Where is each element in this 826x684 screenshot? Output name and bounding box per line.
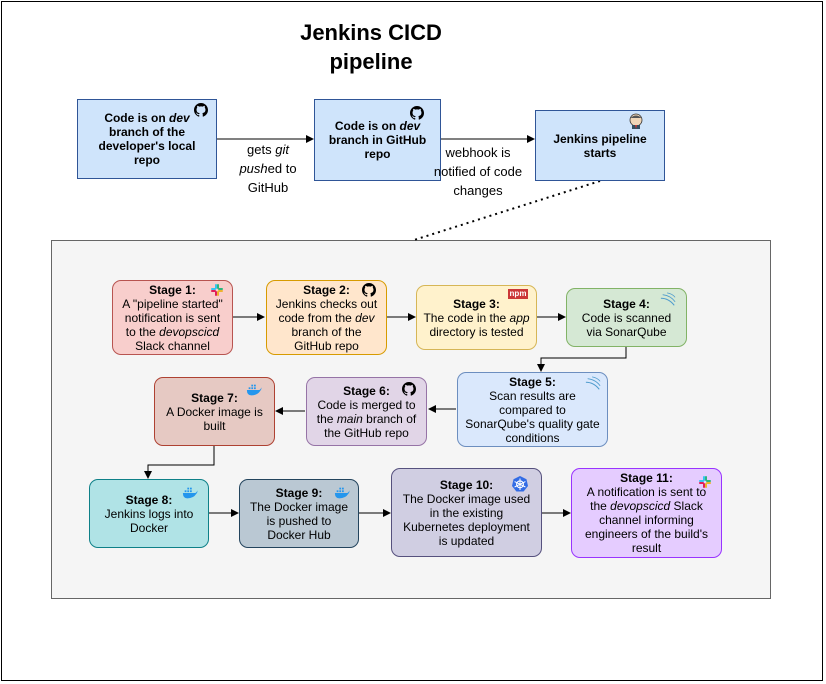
stage-2-title: Stage 2: — [303, 282, 350, 297]
stage-11-box: Stage 11: A notification is sent to the … — [571, 468, 722, 558]
sonarqube-icon — [660, 292, 676, 308]
stage-7-desc: A Docker image is built — [166, 404, 263, 433]
stage-6-title: Stage 6: — [343, 383, 390, 398]
stage-2-desc: Jenkins checks out code from the dev bra… — [275, 296, 378, 353]
stage-7-title: Stage 7: — [191, 390, 238, 405]
stage-9-title: Stage 9: — [275, 485, 323, 500]
dotted-link-panel — [413, 180, 601, 241]
github-icon — [361, 282, 377, 298]
stage-8-box: Stage 8: Jenkins logs into Docker — [89, 479, 209, 548]
stage-9-desc: The Docker image is pushed to Docker Hub — [249, 499, 349, 542]
stage-7-box: Stage 7: A Docker image is built — [154, 377, 275, 446]
stage-1-desc: A "pipeline started" notification is sen… — [122, 296, 223, 353]
slack-icon — [209, 282, 225, 298]
github-repo-text: Code is on dev branch in GitHub repo — [328, 119, 427, 161]
stage-4-box: Stage 4: Code is scanned via SonarQube — [566, 288, 687, 347]
stage-4-title: Stage 4: — [603, 296, 650, 311]
stage-2-box: Stage 2: Jenkins checks out code from th… — [266, 280, 387, 355]
sonarqube-icon — [585, 376, 601, 392]
edge-label-webhook: webhook is notified of code changes — [433, 145, 523, 198]
stage-8-desc: Jenkins logs into Docker — [104, 506, 194, 535]
docker-icon — [182, 485, 198, 501]
stage-5-title: Stage 5: — [509, 374, 556, 389]
stage-10-title: Stage 10: — [439, 477, 494, 492]
stage-1-box: Stage 1: A "pipeline started" notificati… — [112, 280, 233, 355]
stage-3-box: Stage 3: The code in the app directory i… — [416, 285, 537, 350]
local-repo-text: Code is on dev branch of the developer's… — [98, 111, 196, 167]
stage-6-box: Stage 6: Code is merged to the main bran… — [306, 377, 427, 446]
slack-icon — [697, 474, 713, 490]
title-line-2: pipeline — [329, 49, 413, 74]
stage-11-title: Stage 11: — [620, 471, 673, 485]
stage-4-desc: Code is scanned via SonarQube — [581, 310, 672, 339]
arrow-s4-s5 — [537, 347, 627, 372]
github-icon — [193, 102, 209, 118]
github-icon — [409, 105, 425, 121]
npm-icon: npm — [508, 289, 528, 299]
jenkins-start-box: Jenkins pipeline starts — [535, 110, 665, 181]
stage-5-desc: Scan results are compared to SonarQube's… — [465, 388, 600, 445]
stage-6-desc: Code is merged to the main branch of the… — [316, 397, 417, 440]
stage-8-title: Stage 8: — [125, 492, 173, 507]
stage-11-desc: A notification is sent to the devopscicd… — [584, 485, 709, 555]
jenkins-icon — [628, 113, 644, 129]
github-repo-box: Code is on dev branch in GitHub repo — [314, 99, 441, 181]
stage-1-title: Stage 1: — [149, 282, 196, 297]
stage-3-desc: The code in the app directory is tested — [423, 310, 530, 339]
jenkins-start-text: Jenkins pipeline starts — [553, 131, 647, 160]
stage-5-box: Stage 5: Scan results are compared to So… — [457, 372, 608, 447]
diagram-title: Jenkins CICD pipeline — [270, 18, 472, 76]
arrow-s7-s8 — [144, 446, 215, 479]
github-icon — [401, 381, 417, 397]
npm-icon-text: npm — [509, 289, 527, 298]
stage-3-title: Stage 3: — [453, 296, 500, 311]
stage-10-desc: The Docker image used in the existing Ku… — [402, 491, 531, 548]
local-repo-box: Code is on dev branch of the developer's… — [77, 99, 217, 179]
stage-9-box: Stage 9: The Docker image is pushed to D… — [239, 479, 359, 548]
docker-icon — [334, 485, 350, 501]
docker-icon — [246, 382, 262, 398]
title-line-1: Jenkins CICD — [300, 20, 442, 45]
kubernetes-icon — [511, 475, 529, 493]
